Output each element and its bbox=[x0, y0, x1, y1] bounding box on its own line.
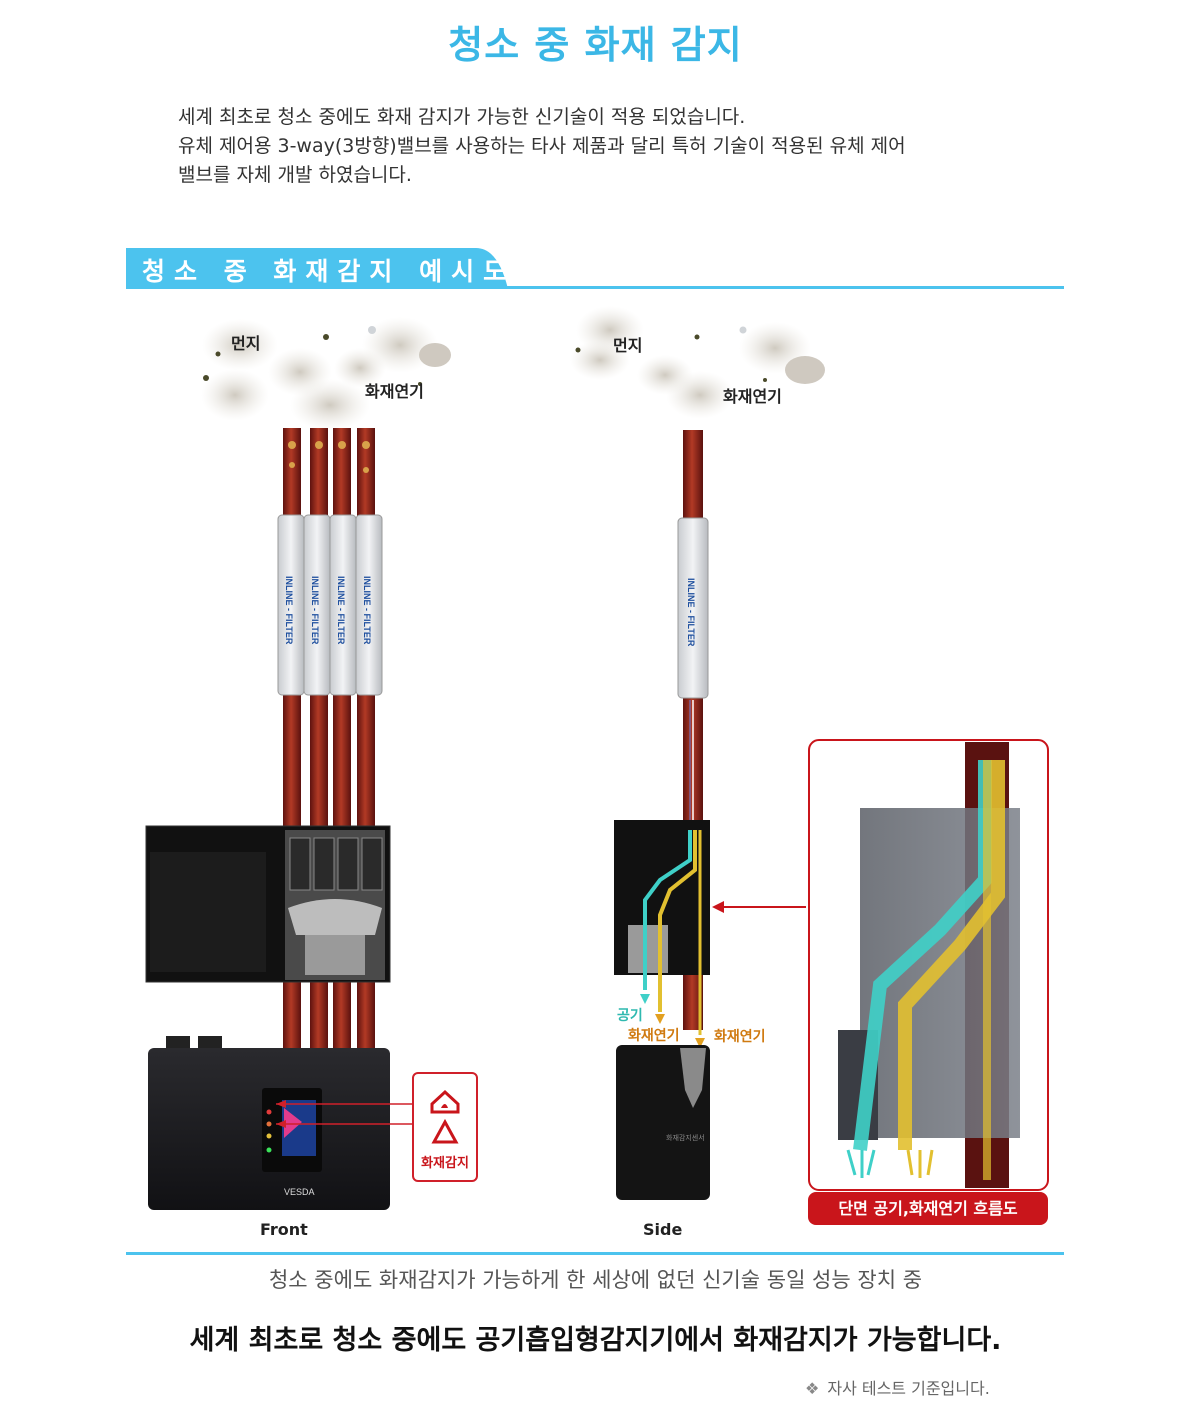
section-label: 청소 중 화재감지 예시도 bbox=[142, 257, 516, 286]
intro-line-3: 밸브를 자체 개발 하였습니다. bbox=[178, 164, 412, 186]
front-inline-filters: INLINE - FILTER INLINE - FILTER INLINE -… bbox=[277, 514, 383, 696]
section-header-tab bbox=[126, 248, 508, 289]
fire-alarm-icons bbox=[430, 1089, 460, 1144]
front-junction-box bbox=[145, 825, 391, 983]
side-device: 화재감지센서 bbox=[616, 1045, 710, 1200]
side-device-text: 화재감지센서 bbox=[666, 1133, 705, 1142]
intro-line-1: 세계 최초로 청소 중에도 화재 감지가 가능한 신기술이 적용 되었습니다. bbox=[178, 106, 746, 128]
intro-paragraph: 세계 최초로 청소 중에도 화재 감지가 가능한 신기술이 적용 되었습니다. … bbox=[178, 103, 1078, 190]
front-smoke-label: 화재연기 bbox=[365, 382, 424, 401]
bottom-divider bbox=[126, 1252, 1064, 1255]
side-smoke-label: 화재연기 bbox=[723, 387, 782, 406]
front-caption: Front bbox=[260, 1220, 308, 1239]
illustration: INLINE - FILTER INLINE - FILTER INLINE -… bbox=[145, 306, 1049, 1210]
front-filter-text-1: INLINE - FILTER bbox=[284, 576, 294, 645]
side-smoke-out-label-2: 화재연기 bbox=[714, 1029, 766, 1045]
front-filter-text-2: INLINE - FILTER bbox=[310, 576, 320, 645]
fire-detect-box bbox=[412, 1072, 478, 1182]
cross-section-caption: 단면 공기,화재연기 흐름도 bbox=[808, 1192, 1048, 1225]
front-smoke-clouds bbox=[201, 317, 451, 431]
cross-section-detail bbox=[808, 739, 1049, 1191]
front-filter-text-3: INLINE - FILTER bbox=[336, 576, 346, 645]
front-filter-text-4: INLINE - FILTER bbox=[362, 576, 372, 645]
side-smoke-out-label: 화재연기 bbox=[628, 1028, 680, 1044]
footnote-mark-icon: ❖ bbox=[805, 1379, 820, 1398]
side-caption: Side bbox=[643, 1220, 683, 1239]
vesda-brand: VESDA bbox=[284, 1187, 315, 1197]
page-title: 청소 중 화재 감지 bbox=[448, 23, 743, 67]
section-divider bbox=[126, 286, 1064, 289]
warning-triangle-icon bbox=[431, 1118, 459, 1144]
side-smoke-clouds bbox=[570, 306, 825, 419]
side-junction-box bbox=[614, 820, 806, 1048]
side-filter-text: INLINE - FILTER bbox=[686, 578, 696, 647]
main-caption: 세계 최초로 청소 중에도 공기흡입형감지기에서 화재감지가 가능합니다. bbox=[189, 1325, 1002, 1356]
front-dust-label: 먼지 bbox=[231, 334, 261, 353]
footnote: ❖ 자사 테스트 기준입니다. bbox=[805, 1375, 990, 1399]
footnote-text: 자사 테스트 기준입니다. bbox=[827, 1379, 990, 1398]
side-dust-label: 먼지 bbox=[613, 336, 643, 355]
side-air-label: 공기 bbox=[617, 1008, 643, 1024]
sub-caption: 청소 중에도 화재감지가 가능하게 한 세상에 없던 신기술 동일 성능 장치 … bbox=[268, 1268, 923, 1292]
vesda-detector: VESDA bbox=[148, 1036, 412, 1210]
fire-detect-label: 화재감지 bbox=[421, 1156, 469, 1171]
intro-line-2: 유체 제어용 3-way(3방향)밸브를 사용하는 타사 제품과 달리 특허 기… bbox=[178, 135, 906, 157]
